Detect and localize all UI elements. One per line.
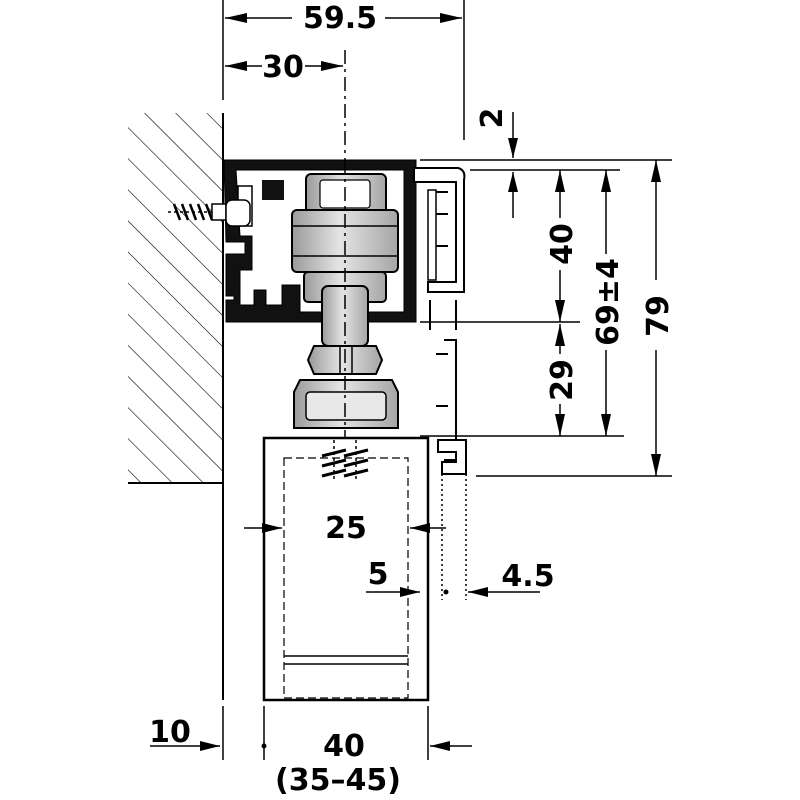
dim-track-height-label: 40	[545, 223, 580, 265]
dim-clearance-label: 5	[368, 557, 389, 592]
dimension-clearance: 5 4.5	[366, 557, 555, 597]
vertical-dimension-lines	[420, 112, 672, 477]
dim-lower-height-label: 29	[545, 359, 580, 401]
dimension-wall-gap: 10	[149, 715, 220, 751]
dim-door-inner-label: 25	[325, 511, 367, 546]
side-cover-profile	[429, 300, 467, 600]
dim-overall-height-label: 79	[641, 295, 676, 337]
door-panel	[262, 436, 430, 702]
dimension-total-width: 59.5	[225, 1, 462, 36]
mounting-screw	[168, 199, 251, 227]
extension-lines-top	[222, 0, 465, 160]
dim-adjust-height-label: 69±4	[591, 258, 626, 346]
dim-door-thickness-label: 40	[323, 729, 365, 764]
dim-door-range-label: (35–45)	[275, 763, 401, 798]
dimension-door-thickness: 40 (35–45)	[261, 729, 472, 798]
extension-lines-bottom	[222, 706, 429, 760]
dim-gap-top-label: 2	[475, 108, 510, 129]
dim-total-width-label: 59.5	[303, 1, 377, 36]
dimension-center-offset: 30	[225, 50, 343, 85]
dim-center-offset-label: 30	[262, 50, 304, 85]
dimension-door-inner: 25	[244, 511, 446, 546]
dim-profile-thickness-label: 4.5	[501, 559, 554, 594]
roller-trolley	[291, 160, 399, 440]
dim-wall-gap-label: 10	[149, 715, 191, 750]
wall	[128, 113, 224, 700]
